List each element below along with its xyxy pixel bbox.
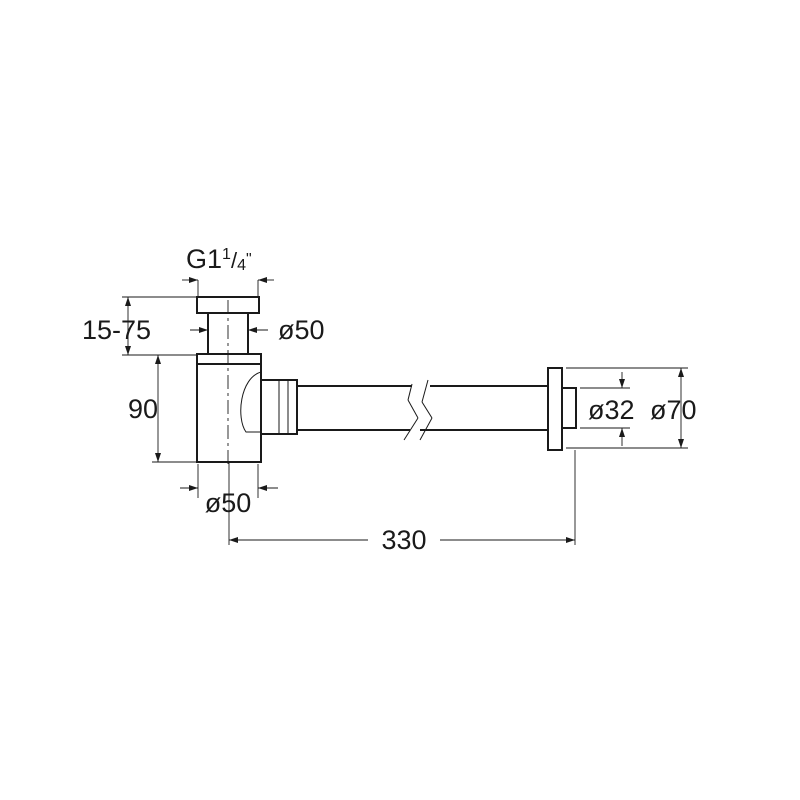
outlet-pipe <box>296 379 549 441</box>
length-label: 330 <box>381 525 426 555</box>
body-height-label: 90 <box>128 394 158 424</box>
dimension-arrows <box>125 277 684 543</box>
bottom-diameter-label: ø50 <box>205 488 252 518</box>
outlet-flange-diameter-label: ø70 <box>650 395 697 425</box>
thread-label: G11/4" <box>186 244 252 274</box>
dimension-labels: G11/4" 15-75 ø50 90 ø50 330 ø32 ø70 <box>82 244 697 555</box>
outlet-inner-diameter-label: ø32 <box>588 395 635 425</box>
trap-body <box>196 296 298 466</box>
top-diameter-label: ø50 <box>278 315 325 345</box>
height-range-label: 15-75 <box>82 315 151 345</box>
extension-lines <box>122 280 688 545</box>
wall-flange <box>547 367 577 451</box>
